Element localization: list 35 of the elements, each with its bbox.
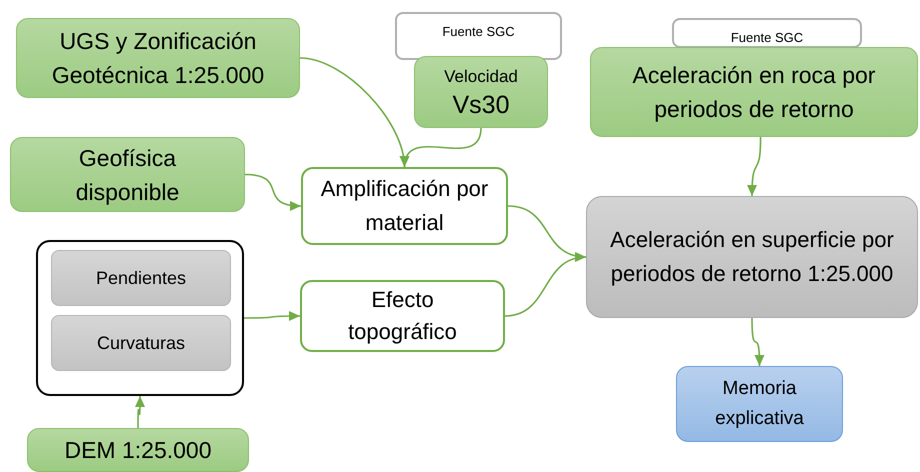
arrow: [747, 136, 762, 196]
output-box: [586, 196, 918, 318]
source-tag: [395, 12, 562, 60]
node-label: Velocidad: [444, 66, 518, 88]
process-box: [414, 56, 548, 128]
arrow: [504, 253, 586, 317]
node-label: Aceleración en superficie por periodos de retorno 1:25.000: [610, 226, 894, 288]
arrow: [134, 396, 145, 428]
process-box: [51, 315, 231, 371]
process-box: [590, 47, 918, 137]
process-box: [10, 137, 245, 212]
node-label: Aceleración en roca por periodos de retorno: [632, 61, 876, 124]
node-label: Amplificación por material: [320, 175, 490, 237]
node-label: Efecto topográfico: [347, 286, 458, 346]
node-label: DEM 1:25.000: [64, 436, 212, 465]
node-label: Geofísica disponible: [74, 144, 180, 207]
arrow: [244, 174, 302, 210]
node-label: Vs30: [452, 90, 510, 120]
node-label: Fuente SGC: [730, 29, 804, 47]
node-label: Pendientes: [96, 266, 186, 290]
output-box: [676, 366, 843, 442]
node-label: Curvaturas: [96, 332, 186, 354]
process-box: [301, 167, 508, 245]
node-label: UGS y Zonificación Geotécnica 1:25.000: [50, 27, 266, 90]
source-tag: [672, 18, 862, 48]
arrow: [751, 318, 764, 366]
process-box: [16, 18, 300, 98]
arrow: [244, 311, 300, 322]
process-box: [300, 280, 505, 352]
process-box: [27, 428, 249, 472]
arrow: [401, 128, 482, 168]
process-box: [51, 250, 231, 306]
node-label: Fuente SGC: [442, 23, 515, 41]
node-label: Memoria explicativa: [714, 377, 805, 431]
group-frame: [36, 240, 244, 396]
